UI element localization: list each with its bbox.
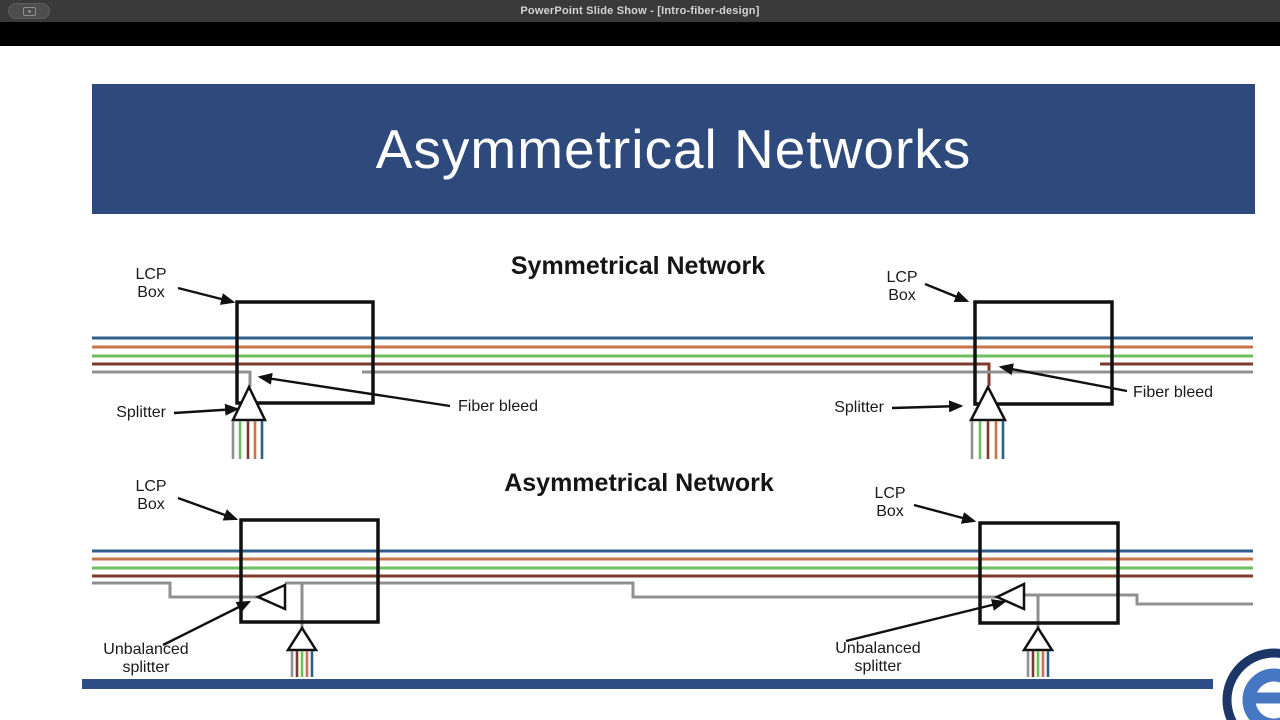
window-titlebar: PowerPoint Slide Show - [Intro-fiber-des… — [0, 0, 1280, 22]
fiber-gray-step-mid — [285, 581, 997, 599]
annotation-arrows — [162, 282, 1128, 647]
letterbox-band — [0, 22, 1280, 46]
drop-splitter-triangle-asym-right — [1021, 625, 1055, 652]
fiber-bleed-label-sym-left: Fiber bleed — [458, 398, 539, 415]
slide-footer-bar — [82, 679, 1213, 689]
unbalanced-splitter-triangle-right — [994, 582, 1026, 611]
splitter-triangle-sym-left — [231, 384, 267, 422]
lcp-box-label-sym-left: LCP Box — [135, 266, 167, 301]
arrow-fiber-bleed-sym-left — [257, 372, 451, 408]
arrow-lcp-asym-left — [177, 496, 239, 521]
slide-canvas[interactable]: Asymmetrical Networks Symmetrical Networ… — [0, 46, 1280, 720]
arrow-unbalanced-right — [845, 599, 1007, 643]
lcp-box-sym-right — [973, 300, 1114, 406]
lcp-box-sym-left — [235, 300, 375, 405]
window-title: PowerPoint Slide Show - [Intro-fiber-des… — [520, 5, 760, 17]
arrow-lcp-asym-right — [913, 503, 977, 524]
splitter-triangle-sym-right — [968, 384, 1008, 422]
slide-title: Asymmetrical Networks — [375, 118, 972, 180]
splitter-label-sym-left: Splitter — [116, 404, 166, 421]
asymmetrical-heading: Asymmetrical Network — [504, 469, 774, 497]
arrow-splitter-sym-left — [173, 403, 240, 416]
slide-title-banner: Asymmetrical Networks — [92, 84, 1255, 214]
splitter-label-sym-right: Splitter — [834, 399, 884, 416]
fiber-maroon-line-bleed — [92, 362, 991, 386]
company-logo — [1222, 648, 1280, 720]
network-diagram — [92, 282, 1280, 720]
symmetrical-fiber-lines — [92, 336, 1253, 387]
arrow-lcp-sym-right — [924, 282, 970, 303]
fiber-gray-line-bleed — [92, 370, 252, 387]
lcp-box-asym-left — [239, 518, 380, 624]
presenter-screen-icon — [22, 6, 36, 16]
fiber-bleed-label-sym-right: Fiber bleed — [1133, 384, 1214, 401]
arrow-unbalanced-left — [162, 600, 252, 647]
unbalanced-splitter-label-right: Unbalanced splitter — [835, 640, 921, 675]
unbalanced-splitter-label-left: Unbalanced splitter — [103, 641, 189, 676]
splitter-drops-asym-right — [1026, 651, 1050, 677]
splitter-drops-asym-left — [290, 651, 314, 677]
fiber-gray-step-out-right — [1024, 593, 1253, 606]
lcp-box-label-asym-left: LCP Box — [135, 478, 167, 513]
fiber-gray-step-in-left — [92, 581, 258, 599]
splitter-drops-sym-right — [970, 421, 1005, 459]
arrow-lcp-sym-left — [177, 286, 236, 305]
arrow-fiber-bleed-sym-right — [998, 363, 1128, 393]
unbalanced-splitter-triangle-left — [254, 583, 287, 611]
lcp-box-label-asym-right: LCP Box — [874, 485, 906, 520]
symmetrical-heading: Symmetrical Network — [510, 252, 766, 280]
slideshow-toolbar-button[interactable] — [8, 3, 50, 19]
splitter-drops-sym-left — [231, 421, 264, 459]
arrow-splitter-sym-right — [891, 400, 964, 413]
asymmetrical-fiber-lines — [92, 549, 1253, 628]
drop-splitter-triangle-asym-left — [285, 625, 319, 652]
lcp-box-label-sym-right: LCP Box — [886, 269, 918, 304]
lcp-box-asym-right — [978, 521, 1120, 625]
